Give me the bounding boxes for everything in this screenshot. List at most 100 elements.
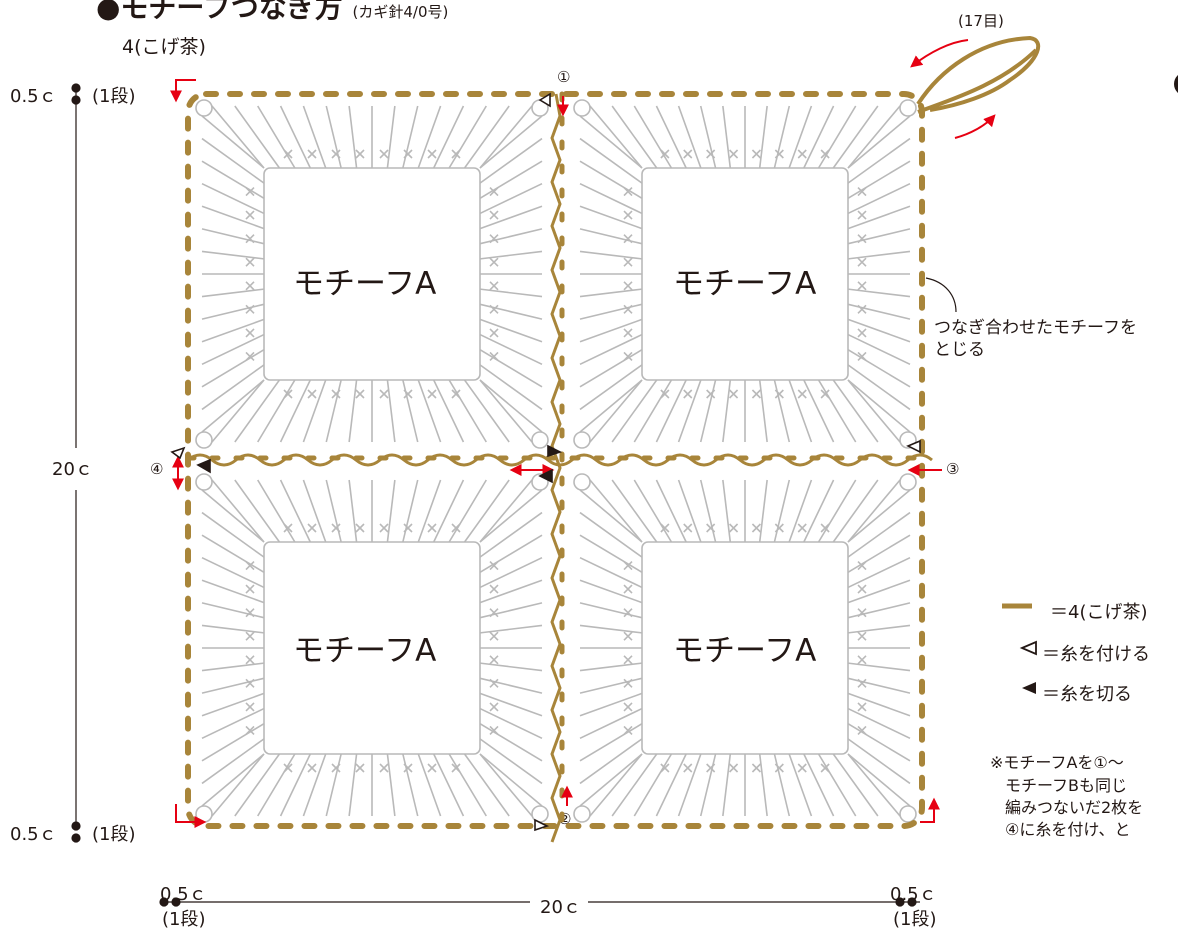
dc-stitch-right (847, 723, 911, 762)
sc-stitch (331, 523, 341, 533)
note-line-4: ④に糸を付け、と (1005, 820, 1131, 839)
sc-stitch (728, 149, 739, 159)
sc-stitch (451, 763, 461, 773)
dc-stitch-left (201, 379, 265, 433)
dc-stitch-top (803, 479, 835, 543)
sc-stitch (245, 702, 255, 712)
dc-stitch-left (579, 723, 643, 762)
sc-stitch (623, 655, 633, 665)
dc-stitch-right (479, 364, 543, 411)
sc-stitch (489, 655, 499, 665)
dc-stitch-left (201, 288, 265, 298)
dc-stitch-left (579, 115, 643, 169)
dc-stitch-right (479, 579, 543, 604)
dc-stitch-top (758, 105, 768, 169)
sc-stitch (355, 149, 365, 159)
vertical-seam (550, 93, 562, 843)
dc-stitch-bottom (417, 753, 442, 817)
dc-stitch-bottom (402, 379, 419, 443)
dc-stitch-top (773, 105, 791, 169)
motif-center-square (641, 167, 849, 381)
dc-stitch-top (832, 479, 879, 543)
sc-stitch (857, 608, 867, 618)
dc-stitch-right (479, 379, 543, 433)
legend-attach-text: ＝糸を付ける (1042, 644, 1150, 665)
loop-rows-label: (17目) (958, 12, 1004, 30)
dc-stitch-top (611, 105, 658, 169)
note-line-3: 編みつないだ2枚を (1005, 798, 1144, 817)
sc-stitch (660, 523, 670, 533)
dc-stitch-left (201, 534, 265, 573)
note-line-1: ※モチーフAを①〜 (990, 753, 1124, 772)
dc-stitch-top (699, 105, 717, 169)
sc-stitch (489, 608, 499, 618)
dc-stitch-left (201, 303, 265, 320)
dc-stitch-right (847, 318, 911, 343)
sc-stitch (623, 186, 633, 197)
dc-stitch-left (579, 288, 643, 298)
dimension-dot (159, 897, 169, 907)
sc-stitch (660, 763, 670, 773)
dc-stitch-left (201, 753, 265, 807)
sc-stitch (283, 523, 293, 533)
dc-stitch-left (579, 511, 643, 558)
dc-stitch-right (847, 579, 911, 604)
dc-stitch-right (847, 624, 911, 634)
sc-stitch (857, 234, 867, 244)
diagram-title: ●モチーフつなぎ方 (カギ針4/0号) (96, 0, 448, 26)
sc-stitch (245, 655, 255, 665)
dc-stitch-top (402, 105, 419, 169)
motif-label-top-right: モチーフA (673, 266, 817, 302)
attach-yarn-mark (170, 446, 186, 460)
dc-stitch-left (201, 511, 265, 558)
dc-stitch-top (463, 479, 510, 543)
dc-stitch-right (847, 692, 911, 717)
dc-stitch-bottom (479, 753, 533, 817)
dc-stitch-bottom (279, 379, 312, 443)
sc-stitch (820, 389, 830, 399)
dc-stitch-left (201, 738, 265, 785)
corner-chain-loop (195, 431, 213, 449)
dc-stitch-bottom (257, 379, 296, 443)
dc-stitch-left (579, 624, 643, 634)
annotation-line-1: つなぎ合わせたモチーフを (934, 318, 1137, 338)
sc-stitch (489, 678, 499, 688)
sc-stitch (379, 389, 389, 399)
cut-yarn-mark (538, 468, 553, 484)
sc-stitch (797, 389, 807, 399)
sc-stitch (427, 763, 437, 773)
dc-stitch-bottom (832, 753, 879, 817)
sc-stitch (245, 234, 255, 244)
corner-arrow-bottom-left (175, 804, 207, 828)
sc-stitch (751, 523, 762, 533)
sc-stitch (331, 149, 341, 159)
sc-stitch (774, 149, 784, 159)
corner-chain-loop (899, 431, 917, 449)
sc-stitch (283, 763, 293, 773)
marker-3: ③ (946, 460, 960, 478)
dc-stitch-top (211, 479, 265, 543)
dc-stitch-bottom (417, 379, 442, 443)
sc-stitch (728, 389, 739, 399)
left-edge-top-measure: 0.5ｃ (10, 82, 57, 108)
dc-stitch-left (579, 556, 643, 589)
dc-stitch-right (847, 753, 911, 807)
sc-stitch (489, 304, 499, 314)
dc-stitch-top (325, 105, 342, 169)
sc-stitch (751, 389, 762, 399)
motif-label-bottom-right: モチーフA (673, 633, 817, 669)
edge-measure-text: 0.5ｃ (10, 86, 57, 107)
sc-stitch (355, 763, 365, 773)
dc-stitch-right (847, 602, 911, 619)
legend-yarn-text: ＝4(こげ茶) (1050, 602, 1148, 623)
dc-stitch-top (234, 105, 281, 169)
dc-stitch-right (847, 511, 911, 558)
sc-stitch (451, 149, 461, 159)
dc-stitch-left (201, 579, 265, 604)
corner-chain-loop (573, 99, 591, 117)
dc-stitch-right (479, 489, 543, 543)
dc-stitch-bottom (589, 753, 643, 817)
sc-stitch (245, 281, 255, 291)
dimension-dot (895, 897, 905, 907)
bottom-edge-left-rows: (1段) (162, 909, 206, 930)
